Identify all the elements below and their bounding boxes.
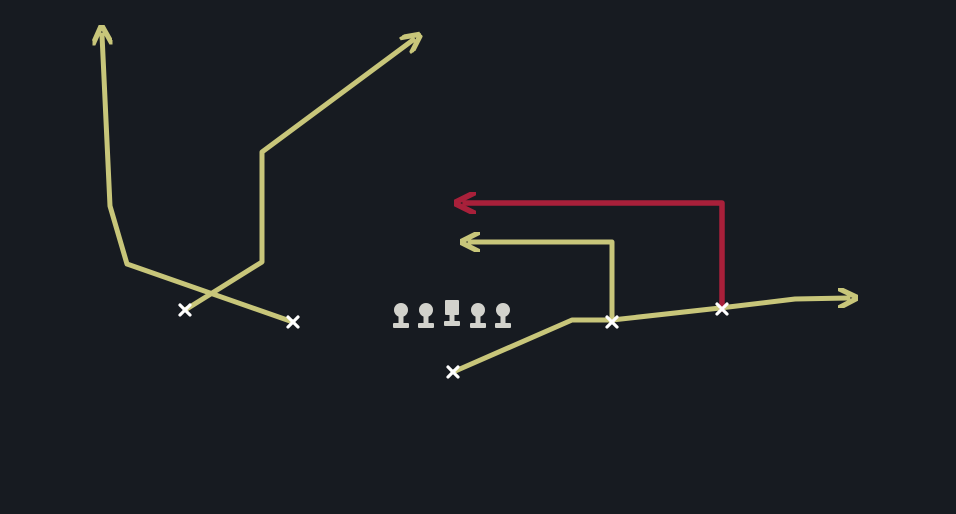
players: [178, 302, 729, 379]
x-mark: [178, 303, 192, 317]
x-mark: [605, 315, 619, 329]
x-mark: [446, 365, 460, 379]
lineman-icon: [470, 303, 486, 328]
lineman-icon: [393, 303, 409, 328]
route-out-deep: [465, 203, 725, 312]
lineman-icon: [495, 303, 511, 328]
x-mark: [715, 302, 729, 316]
lineman-icon: [418, 303, 434, 328]
offensive-line: [393, 300, 511, 328]
route-out-short: [470, 242, 615, 325]
x-mark: [286, 315, 300, 329]
route-flat: [450, 298, 848, 375]
route-corner: [182, 40, 413, 313]
routes: [102, 35, 848, 375]
center-icon: [444, 300, 460, 326]
